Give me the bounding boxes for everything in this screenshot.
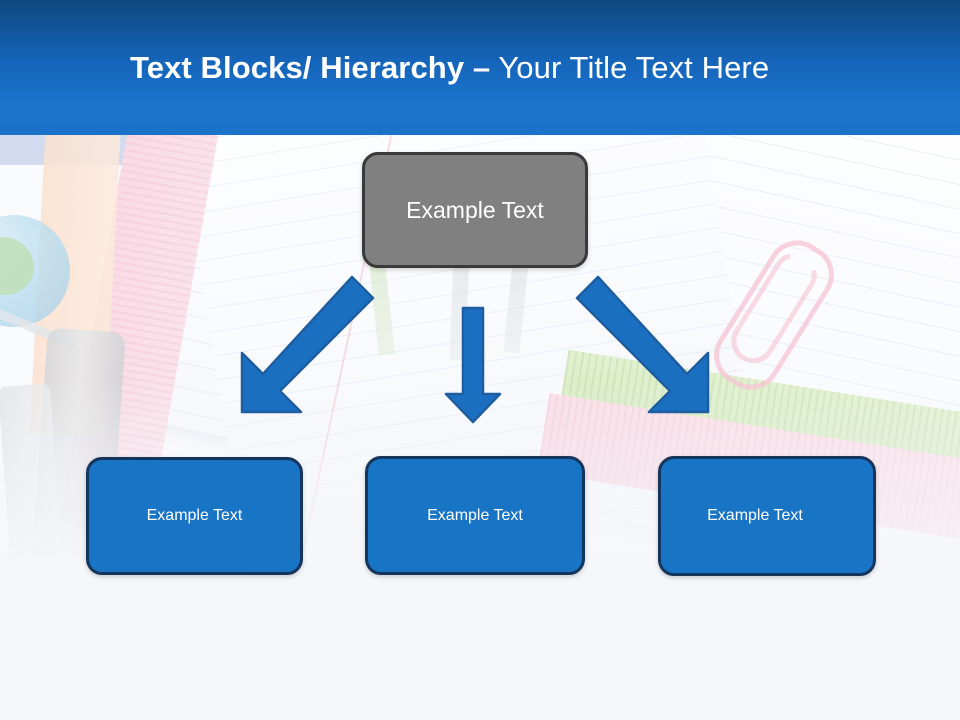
root-node[interactable]: Example Text <box>362 152 588 268</box>
root-node-label: Example Text <box>406 196 544 223</box>
child-node-2-label: Example Text <box>427 506 523 524</box>
child-node-1[interactable]: Example Text <box>86 457 303 575</box>
child-node-1-label: Example Text <box>146 507 243 524</box>
slide-title-bold: Text Blocks/ Hierarchy – <box>130 50 491 85</box>
child-node-3[interactable]: Example Text <box>658 456 876 576</box>
slide-title: Text Blocks/ Hierarchy – Your Title Text… <box>130 50 769 86</box>
slide-title-regular: Your Title Text Here <box>490 50 770 85</box>
child-node-3-label: Example Text <box>707 507 803 524</box>
arrow-root-to-child-3 <box>575 275 710 414</box>
slide-header: Text Blocks/ Hierarchy – Your Title Text… <box>0 0 960 135</box>
arrow-root-to-child-1 <box>240 275 375 414</box>
arrow-root-to-child-2 <box>444 306 502 424</box>
child-node-2[interactable]: Example Text <box>365 456 585 575</box>
